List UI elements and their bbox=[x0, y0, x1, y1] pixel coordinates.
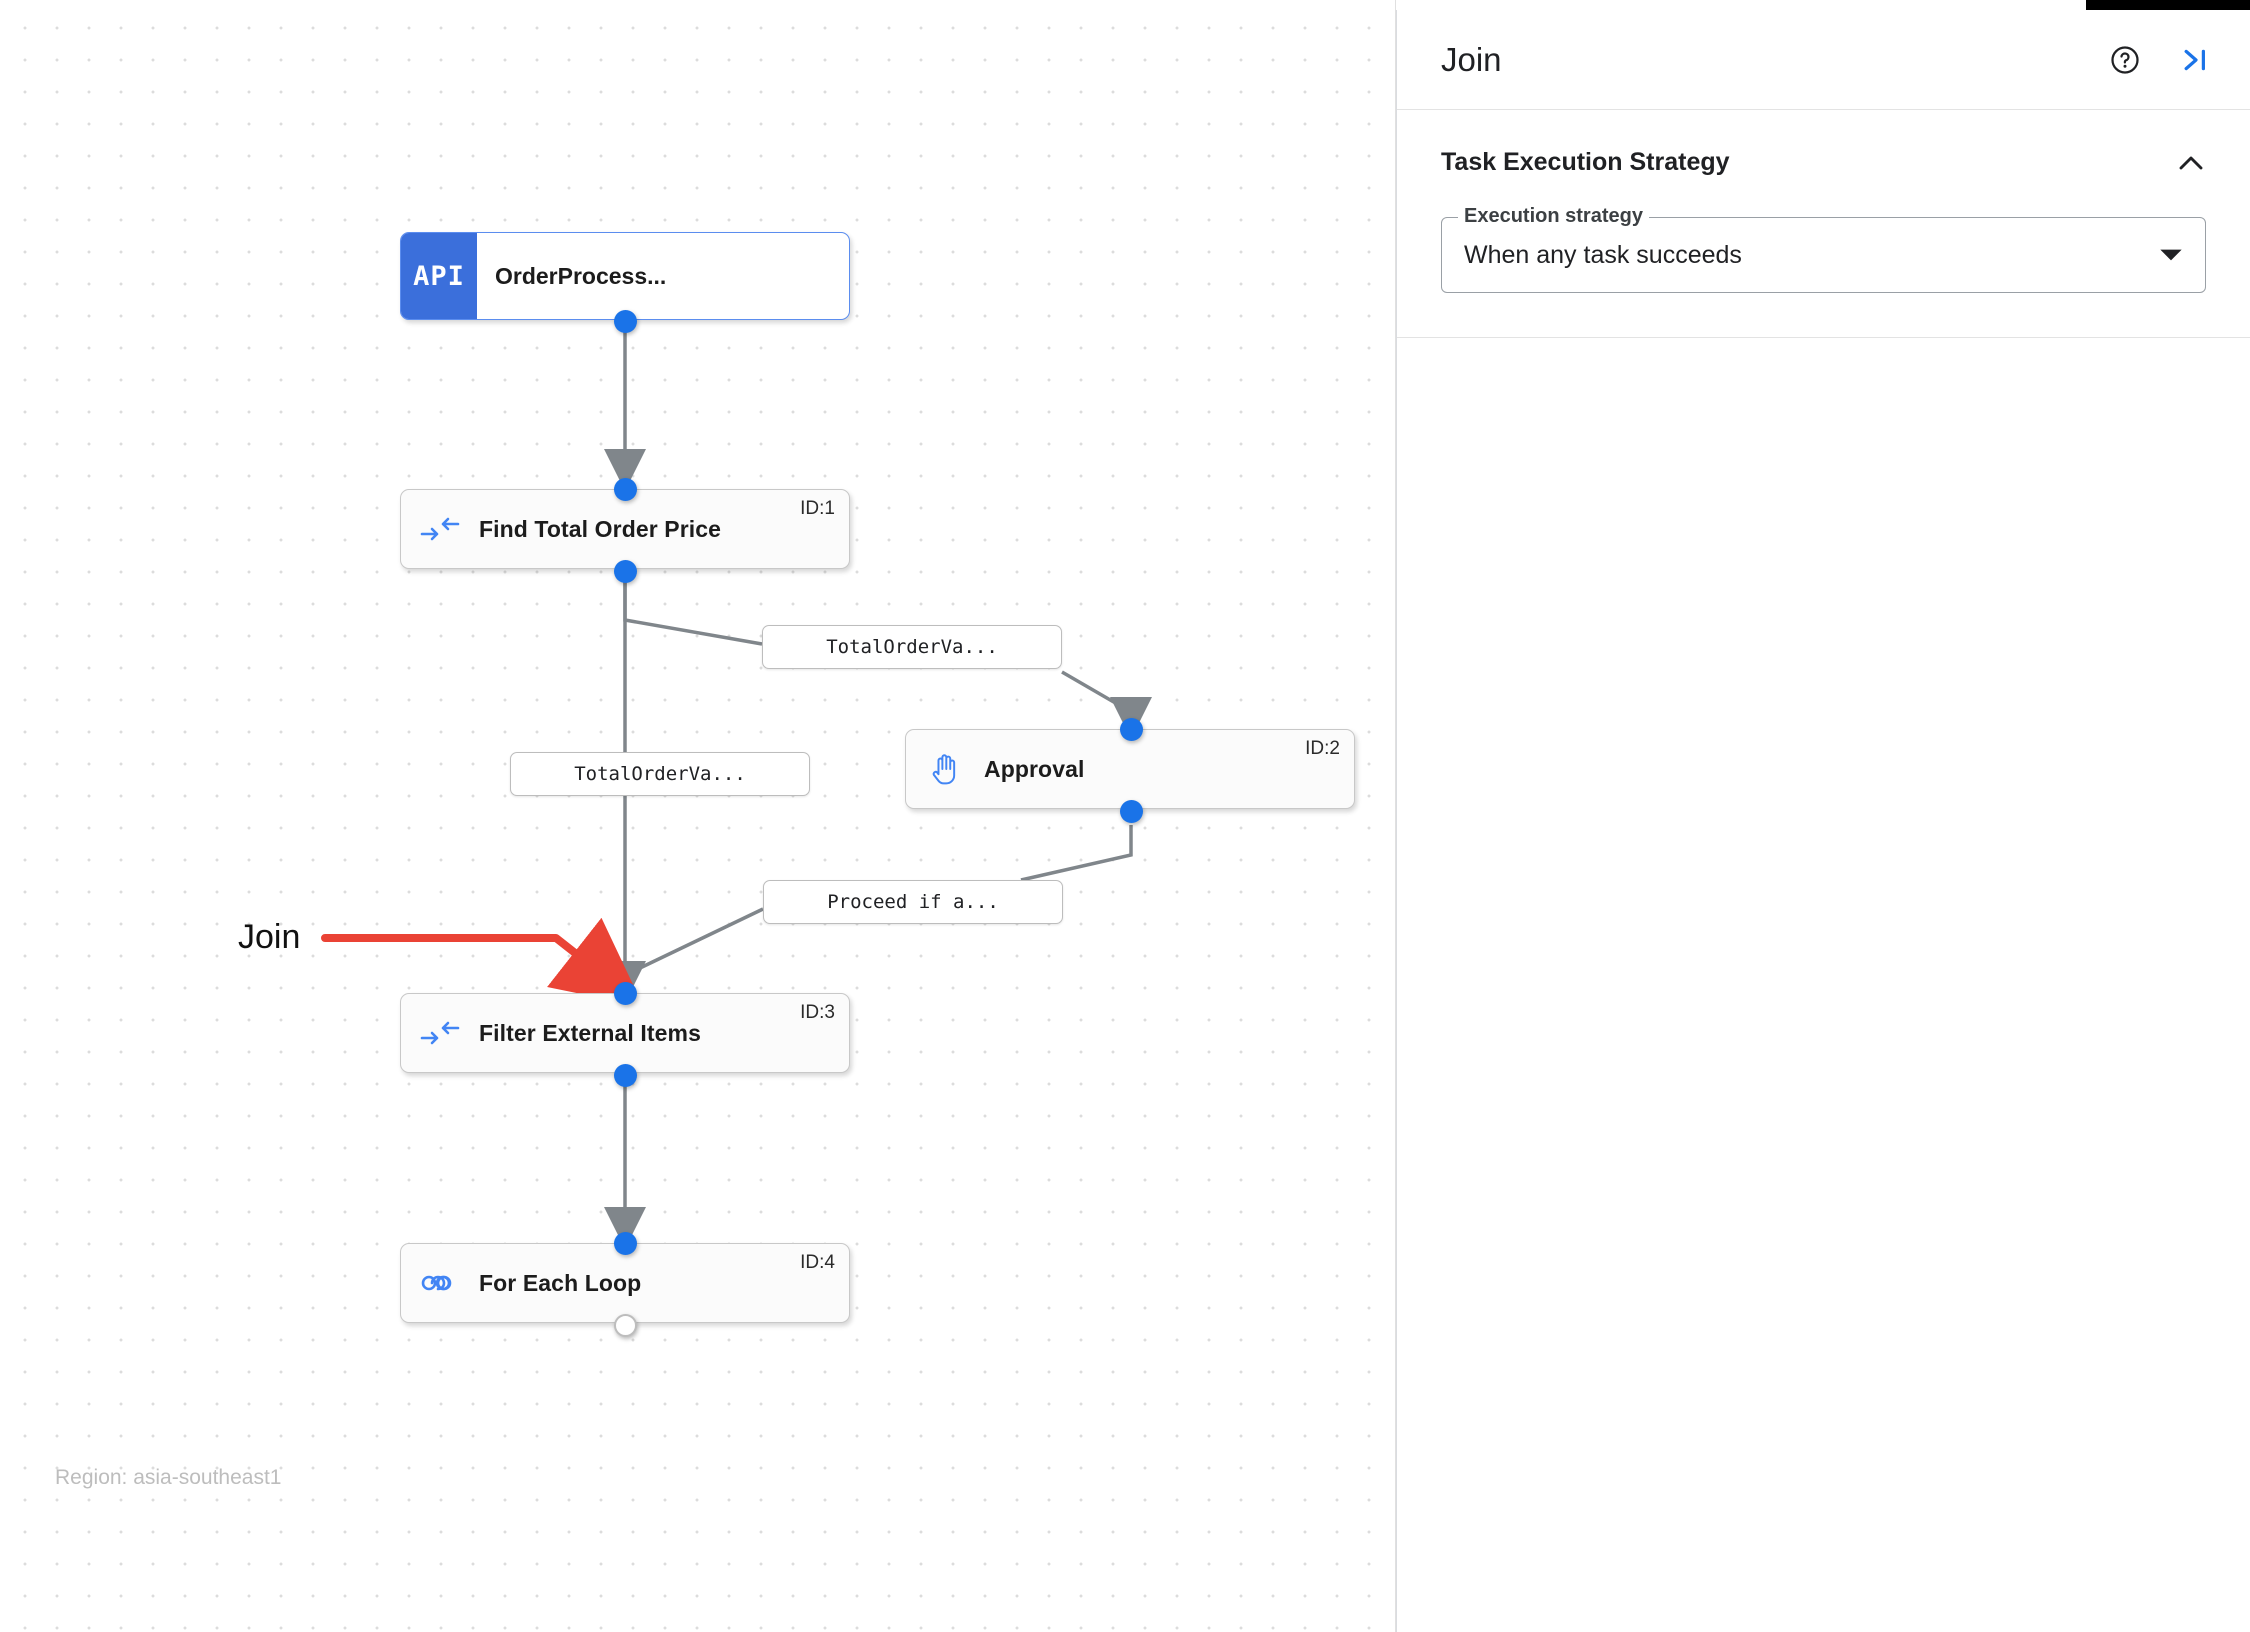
section-title: Task Execution Strategy bbox=[1441, 148, 1730, 176]
edge-label-chip[interactable]: TotalOrderVa... bbox=[762, 625, 1062, 669]
node-title: Approval bbox=[984, 755, 1085, 782]
properties-panel: Join Task Execu bbox=[1396, 10, 2250, 1632]
edge-label-chip[interactable]: TotalOrderVa... bbox=[510, 752, 810, 796]
node-title: Find Total Order Price bbox=[479, 515, 722, 542]
node-for-each-loop[interactable]: For Each Loop ID:4 bbox=[400, 1243, 850, 1323]
node-title: OrderProcess... bbox=[495, 262, 667, 289]
node-id-badge: ID:1 bbox=[800, 498, 835, 519]
edge-label-chip[interactable]: Proceed if a... bbox=[763, 880, 1063, 924]
api-badge-label: API bbox=[413, 260, 465, 292]
help-circle-icon[interactable] bbox=[2110, 45, 2140, 75]
node-filter-external-items[interactable]: Filter External Items ID:3 bbox=[400, 993, 850, 1073]
connector-in-node4[interactable] bbox=[614, 1232, 637, 1255]
window-chrome-band bbox=[2086, 0, 2250, 10]
task-execution-strategy-section: Task Execution Strategy Execution strate… bbox=[1397, 110, 2250, 338]
api-badge-icon: API bbox=[401, 233, 477, 319]
merge-arrows-icon bbox=[401, 1019, 479, 1047]
connector-out-approval[interactable] bbox=[1120, 800, 1143, 823]
node-approval[interactable]: Approval ID:2 bbox=[905, 729, 1355, 809]
region-label: Region: asia-southeast1 bbox=[55, 1466, 282, 1489]
execution-strategy-select[interactable]: Execution strategy When any task succeed… bbox=[1441, 205, 2206, 293]
connector-out-api[interactable] bbox=[614, 310, 637, 333]
chevron-up-icon[interactable] bbox=[2176, 152, 2206, 174]
edge-label-text: Proceed if a... bbox=[827, 891, 999, 913]
panel-actions bbox=[2110, 45, 2212, 75]
edge-label-text: TotalOrderVa... bbox=[574, 763, 746, 785]
panel-title: Join bbox=[1441, 40, 1502, 78]
node-id-badge: ID:3 bbox=[800, 1002, 835, 1023]
connector-out-node1[interactable] bbox=[614, 560, 637, 583]
section-header[interactable]: Task Execution Strategy bbox=[1441, 148, 2206, 177]
hand-raised-icon bbox=[906, 752, 984, 786]
node-id-badge: ID:4 bbox=[800, 1252, 835, 1273]
node-find-total-order-price[interactable]: Find Total Order Price ID:1 bbox=[400, 489, 850, 569]
infinity-loop-icon bbox=[401, 1271, 479, 1295]
connector-out-node4[interactable] bbox=[614, 1314, 637, 1337]
edge-label-text: TotalOrderVa... bbox=[826, 636, 998, 658]
workflow-canvas[interactable]: API OrderProcess... Find Total Order Pri… bbox=[0, 0, 1396, 1632]
node-title: Filter External Items bbox=[479, 1019, 701, 1046]
chevron-down-icon[interactable] bbox=[2159, 247, 2183, 263]
execution-strategy-value: When any task succeeds bbox=[1464, 240, 1742, 269]
connector-out-node3[interactable] bbox=[614, 1064, 637, 1087]
edge-connections bbox=[321, 328, 1152, 1249]
merge-arrows-icon bbox=[401, 515, 479, 543]
node-id-badge: ID:2 bbox=[1305, 738, 1340, 759]
connector-in-approval[interactable] bbox=[1120, 718, 1143, 741]
annotation-join-label: Join bbox=[238, 918, 301, 956]
canvas-panel-divider bbox=[1395, 0, 1396, 1632]
connector-in-node3-join[interactable] bbox=[614, 982, 637, 1005]
panel-header: Join bbox=[1397, 10, 2250, 110]
execution-strategy-legend: Execution strategy bbox=[1458, 205, 1649, 228]
node-api-trigger[interactable]: API OrderProcess... bbox=[400, 232, 850, 320]
node-title: For Each Loop bbox=[479, 1269, 642, 1296]
connector-in-node1[interactable] bbox=[614, 478, 637, 501]
collapse-panel-icon[interactable] bbox=[2180, 45, 2212, 75]
